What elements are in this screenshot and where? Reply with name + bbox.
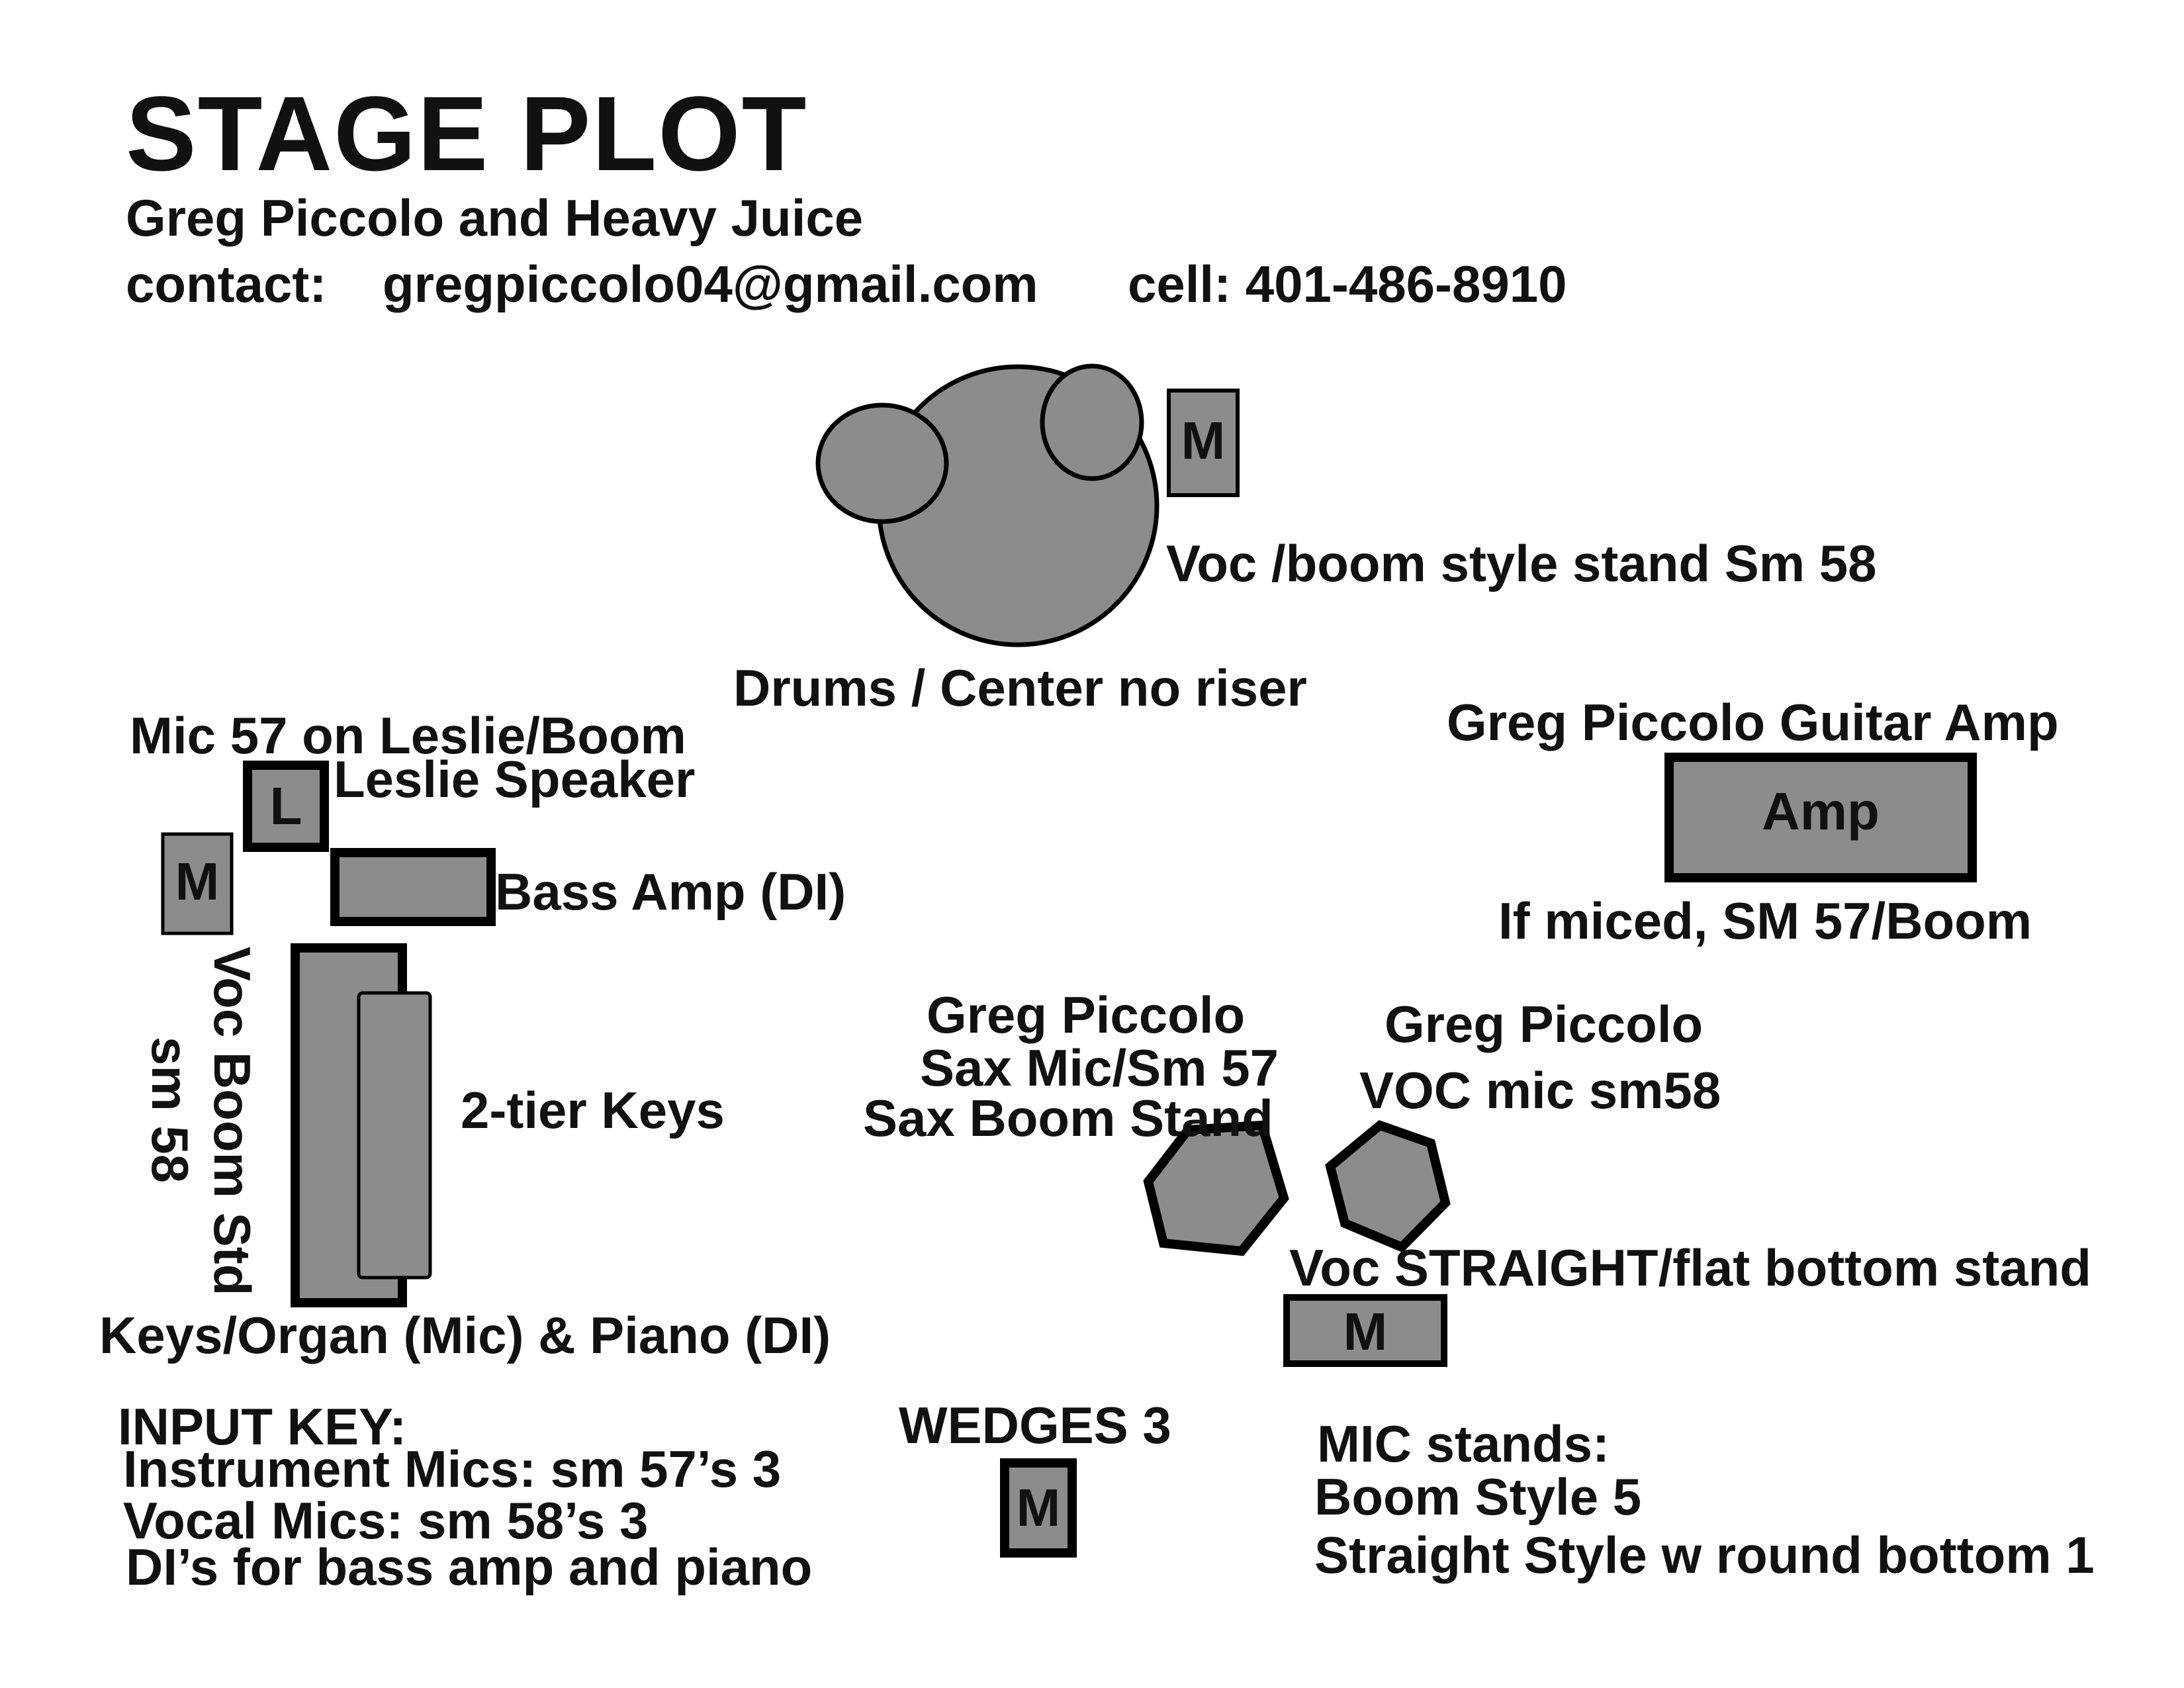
wedge-monitor-box	[1000, 1458, 1077, 1558]
input-key-title: INPUT KEY:	[118, 1397, 407, 1456]
input-key-line: Vocal Mics: sm 58’s 3	[123, 1491, 649, 1550]
mic-stands-line: Boom Style 5	[1314, 1468, 1642, 1526]
drum-kit	[815, 363, 1160, 647]
band-name: Greg Piccolo and Heavy Juice	[126, 189, 864, 247]
drum-kit-right-tom	[1040, 363, 1144, 481]
left-vocal-mic-label: sm 58	[141, 1037, 199, 1184]
guitar-amp-title: Greg Piccolo Guitar Amp	[1447, 693, 2059, 751]
drum-vocal-mic-box	[1167, 389, 1240, 497]
drum-mic-letter: M	[1181, 411, 1226, 470]
sax-player-position	[1143, 1120, 1289, 1256]
contact-email: gregpiccolo04@gmail.com	[383, 255, 1038, 313]
keys-label: 2-tier Keys	[461, 1081, 725, 1139]
sax-mic-label: Sax Mic/Sm 57	[920, 1039, 1279, 1097]
guitar-amp-label: Amp	[1762, 782, 1880, 841]
bass-amp-label: Bass Amp (DI)	[495, 863, 846, 921]
vocal-player-name: Greg Piccolo	[1385, 995, 1704, 1053]
vocal-stand-label: Voc STRAIGHT/flat bottom stand	[1289, 1239, 2091, 1297]
leslie-letter: L	[269, 776, 302, 835]
mic-stands-title: MIC stands:	[1317, 1415, 1610, 1473]
vocal-player-position	[1325, 1120, 1451, 1253]
guitar-mic-note: If miced, SM 57/Boom	[1498, 892, 2032, 950]
wedges-label: WEDGES 3	[899, 1396, 1171, 1454]
keys-upper-tier	[357, 991, 432, 1280]
left-vocal-mic-box	[161, 832, 234, 935]
vocal-mic-letter: M	[1343, 1302, 1388, 1361]
leslie-speaker-label: Leslie Speaker	[334, 750, 696, 808]
page-title: STAGE PLOT	[126, 74, 808, 193]
sax-player-name: Greg Piccolo	[927, 986, 1246, 1044]
contact-label: contact:	[126, 255, 327, 313]
voc-boom-stand-label: Voc Boom Std	[203, 947, 261, 1296]
contact-cell: cell: 401-486-8910	[1128, 255, 1567, 313]
vocal-mic-label: VOC mic sm58	[1359, 1061, 1721, 1119]
input-key-line: DI’s for bass amp and piano	[126, 1538, 813, 1596]
bass-amp-box	[330, 848, 496, 926]
sax-stand-label: Sax Boom Stand	[863, 1089, 1273, 1147]
mic-stands-line: Straight Style w round bottom 1	[1314, 1526, 2095, 1584]
guitar-amp-box	[1664, 753, 1977, 882]
keys-footer-label: Keys/Organ (Mic) & Piano (DI)	[99, 1306, 831, 1364]
vocal-straight-mic-box	[1283, 1294, 1447, 1367]
leslie-mic-label: Mic 57 on Leslie/Boom	[130, 706, 686, 765]
leslie-speaker-box	[243, 761, 329, 852]
wedge-letter: M	[1016, 1478, 1061, 1537]
input-key-line: Instrument Mics: sm 57’s 3	[123, 1440, 782, 1498]
drum-kit-left-tom	[815, 402, 949, 524]
drums-label: Drums / Center no riser	[733, 659, 1307, 717]
left-mic-letter: M	[175, 852, 220, 911]
drum-mic-label: Voc /boom style stand Sm 58	[1166, 534, 1877, 592]
